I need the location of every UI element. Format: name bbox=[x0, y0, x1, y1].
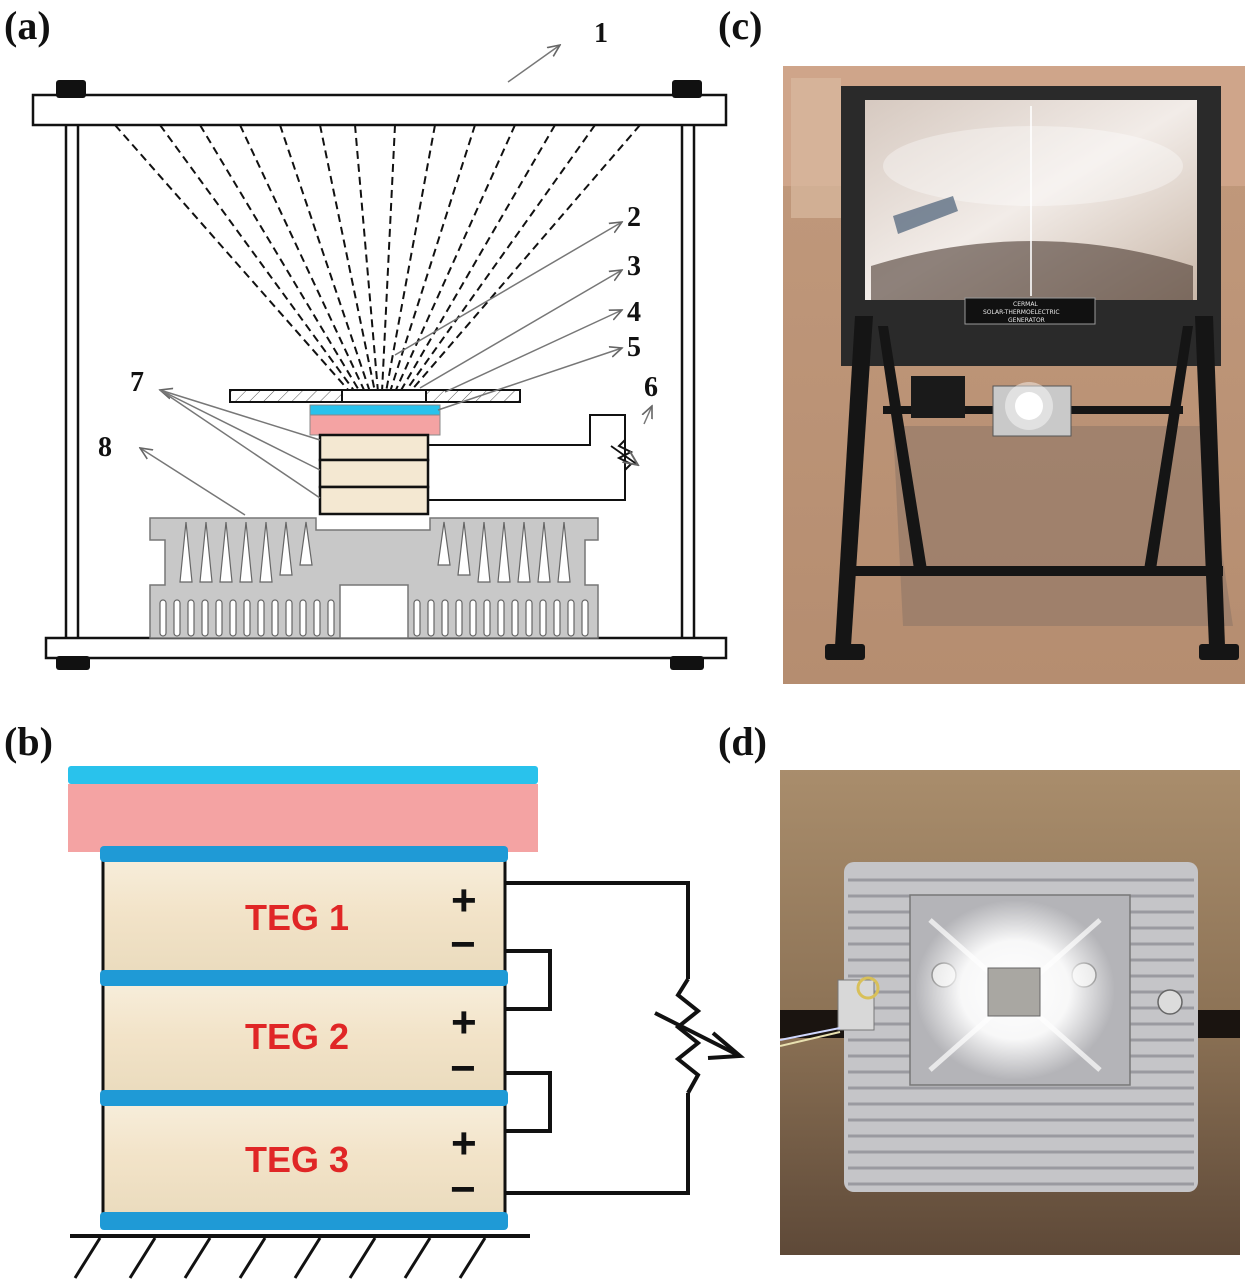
load-wire-a bbox=[428, 414, 626, 501]
callout-4: 4 bbox=[627, 297, 641, 328]
bottom-left-foot bbox=[56, 656, 90, 670]
callout-8: 8 bbox=[98, 432, 112, 463]
aperture-plate-right bbox=[425, 389, 521, 403]
teg-stack-a-1 bbox=[318, 433, 430, 462]
pink-absorber-a bbox=[309, 414, 441, 436]
light-rays bbox=[114, 124, 641, 393]
battery-box bbox=[911, 376, 965, 418]
teg-label-2: TEG 2 bbox=[245, 1016, 349, 1057]
load-wire-b bbox=[505, 881, 690, 979]
variable-arrowhead-b bbox=[707, 1031, 746, 1060]
device-photo-c: CERMAL SOLAR-THERMOELECTRIC GENERATOR bbox=[783, 66, 1245, 684]
load-arrow-a bbox=[610, 445, 638, 465]
teg-3-plus: + bbox=[451, 1119, 477, 1168]
callout-3: 3 bbox=[627, 251, 641, 282]
nameplate bbox=[964, 297, 1096, 325]
teg-stack-a-2 bbox=[318, 458, 430, 489]
teg-circuit-b: TEG 1 TEG 2 TEG 3 + − + − + − bbox=[68, 766, 746, 1279]
heat-sink-lower-fins bbox=[159, 599, 589, 637]
nameplate-line-2: SOLAR-THERMOELECTRIC bbox=[983, 309, 1060, 316]
nameplate-line-1: CERMAL bbox=[1013, 301, 1038, 308]
stand-legs bbox=[825, 316, 1239, 660]
frame-post-left bbox=[64, 83, 80, 667]
teg-2-minus: − bbox=[450, 1044, 476, 1093]
load-resistor-b bbox=[674, 977, 702, 1094]
side-connector bbox=[837, 979, 875, 1031]
top-left-knob bbox=[56, 80, 86, 98]
callout-5: 5 bbox=[627, 332, 641, 363]
callout-1: 1 bbox=[594, 18, 608, 49]
teg-stack-a-3 bbox=[318, 485, 430, 516]
blue-layer-a bbox=[309, 404, 441, 416]
heat-sink-center-slot bbox=[339, 584, 409, 639]
frame-post-right bbox=[680, 83, 696, 667]
series-link-2-3 bbox=[505, 1071, 552, 1133]
callout-leaders bbox=[140, 45, 652, 516]
teg-1-minus: − bbox=[450, 920, 476, 969]
blue-bar-3 bbox=[100, 1090, 508, 1106]
teg-3-minus: − bbox=[450, 1165, 476, 1214]
callout-2: 2 bbox=[627, 202, 641, 233]
teg-label-3: TEG 3 bbox=[245, 1139, 349, 1180]
teg-body-2 bbox=[101, 974, 507, 1098]
aperture-plate-left bbox=[229, 389, 343, 403]
schematic-a: 1 2 3 4 5 6 7 8 bbox=[31, 18, 728, 670]
absorber-window bbox=[987, 967, 1041, 1017]
aperture-opening bbox=[341, 389, 427, 403]
load-wire-b-return bbox=[505, 1093, 690, 1195]
ground-hatch bbox=[73, 1237, 487, 1279]
nameplate-line-3: GENERATOR bbox=[1008, 317, 1045, 324]
callout-6: 6 bbox=[644, 372, 658, 403]
base-bar bbox=[44, 636, 728, 660]
teg-2-plus: + bbox=[451, 998, 477, 1047]
blue-bar-2 bbox=[100, 970, 508, 986]
panel-label-d: (d) bbox=[718, 719, 767, 764]
top-right-knob bbox=[672, 80, 702, 98]
absorber-plate bbox=[68, 784, 538, 852]
bottom-right-foot bbox=[670, 656, 704, 670]
panel-label-a: (a) bbox=[4, 3, 51, 48]
panel-label-c: (c) bbox=[718, 3, 763, 48]
fresnel-lens-bar bbox=[31, 93, 728, 127]
callout-7: 7 bbox=[130, 367, 144, 398]
teg-body-1 bbox=[101, 849, 507, 978]
heat-sink-upper-fins bbox=[179, 521, 571, 583]
variable-arrow-b bbox=[654, 1011, 739, 1057]
series-link-1-2 bbox=[505, 949, 552, 1011]
blue-bar-1 bbox=[100, 846, 508, 862]
teg-closeup-photo-d bbox=[780, 770, 1240, 1255]
cold-plate-top bbox=[68, 766, 538, 784]
blue-bar-4 bbox=[100, 1212, 508, 1230]
teg-1-plus: + bbox=[451, 876, 477, 925]
teg-label-1: TEG 1 bbox=[245, 897, 349, 938]
panel-label-b: (b) bbox=[4, 719, 53, 764]
